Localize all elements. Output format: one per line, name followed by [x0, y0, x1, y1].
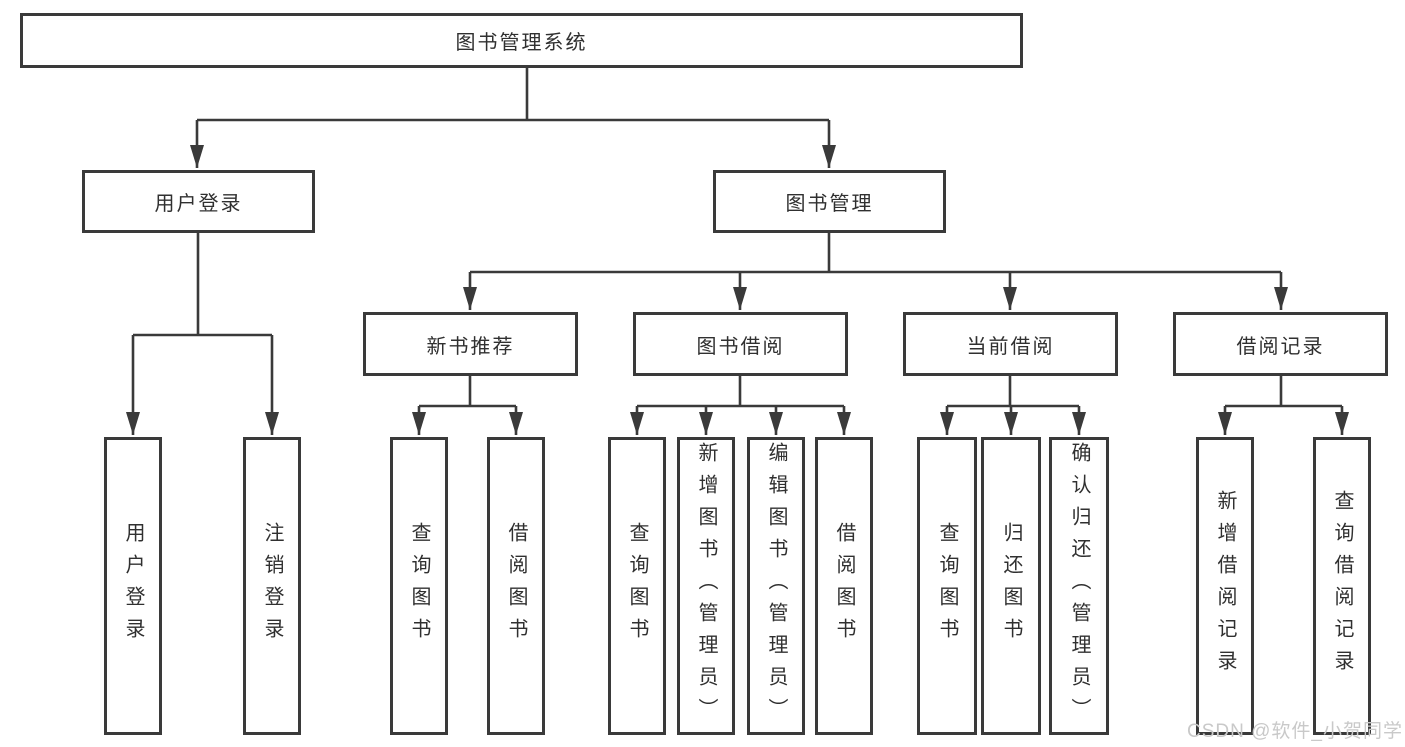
- leaf-recommend-query-books: 查询图书: [390, 437, 448, 735]
- node-book-borrowing: 图书借阅: [633, 312, 848, 376]
- leaf-borrowing-query-books: 查询图书: [608, 437, 666, 735]
- leaf-borrowing-add-book-admin: 新增图书（管理员）: [677, 437, 735, 735]
- leaf-records-query-record: 查询借阅记录: [1313, 437, 1371, 735]
- leaf-current-query-books: 查询图书: [917, 437, 977, 735]
- leaf-logout: 注销登录: [243, 437, 301, 735]
- node-new-book-recommendation: 新书推荐: [363, 312, 578, 376]
- leaf-current-return-books: 归还图书: [981, 437, 1041, 735]
- leaf-borrowing-borrow-books: 借阅图书: [815, 437, 873, 735]
- node-current-borrowing: 当前借阅: [903, 312, 1118, 376]
- node-root: 图书管理系统: [20, 13, 1023, 68]
- leaf-borrowing-edit-book-admin: 编辑图书（管理员）: [747, 437, 805, 735]
- leaf-user-login: 用户登录: [104, 437, 162, 735]
- node-book-management: 图书管理: [713, 170, 946, 233]
- watermark: CSDN @软件_小贺同学: [1187, 721, 1403, 742]
- leaf-recommend-borrow-books: 借阅图书: [487, 437, 545, 735]
- leaf-current-confirm-return-admin: 确认归还（管理员）: [1049, 437, 1109, 735]
- leaf-records-add-record: 新增借阅记录: [1196, 437, 1254, 735]
- node-borrowing-records: 借阅记录: [1173, 312, 1388, 376]
- node-user-login: 用户登录: [82, 170, 315, 233]
